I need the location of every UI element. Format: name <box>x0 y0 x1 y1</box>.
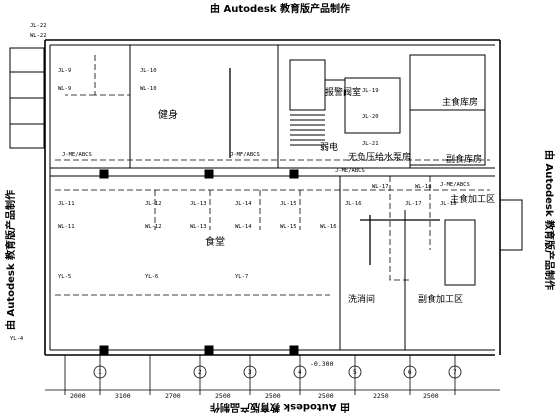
riser-tag: JL-20 <box>362 114 379 120</box>
axis-bubble <box>243 365 257 379</box>
room-label-main-processing: 主食加工区 <box>450 193 495 205</box>
room-labels: 健身 报警阀室 弱电 无负压给水泵房 主食库房 副食库房 主食加工区 食堂 洗消… <box>158 86 495 305</box>
column <box>99 345 109 355</box>
axis-bubble <box>193 365 207 379</box>
pipe-spec-tag: J-ME/ABCS <box>62 152 92 158</box>
riser-tag: JL-15 <box>280 201 297 207</box>
service-room <box>344 77 401 134</box>
riser-tag: JL-9 <box>58 68 71 74</box>
riser-tag: WL-17 <box>372 184 389 190</box>
column <box>289 169 299 179</box>
riser-tag: WL-22 <box>30 33 47 39</box>
dimension-text: 2500 <box>423 392 439 400</box>
room-label-dish-wash: 洗消间 <box>348 293 375 305</box>
room-label-side-processing: 副食加工区 <box>418 293 463 305</box>
column <box>289 345 299 355</box>
riser-tag: WL-16 <box>320 224 337 230</box>
axis-labels: 1 2 3 4 5 6 7 <box>98 369 457 376</box>
pipe-gym-1 <box>94 55 130 96</box>
riser-tag: WL-18 <box>415 184 432 190</box>
axis-label: 2 <box>198 369 202 376</box>
walls <box>9 39 523 356</box>
pipe-spec-tag: J-MF/ABCS <box>230 152 260 158</box>
riser-tag: WL-9 <box>58 86 71 92</box>
dimension-text: 3100 <box>115 392 131 400</box>
axis-bubble <box>348 365 362 379</box>
axis-bubble <box>293 365 307 379</box>
axis-bubble <box>403 365 417 379</box>
riser-tag: JL-14 <box>235 201 252 207</box>
watermark-left: 由 Autodesk 教育版产品制作 <box>4 190 17 330</box>
riser-tags: JL-22 WL-22 JL-9 WL-9 JL-10 WL-10 JL-11 … <box>10 23 470 342</box>
axis-label: 7 <box>453 369 457 376</box>
riser-tag: WL-12 <box>145 224 162 230</box>
riser-tag: YL-4 <box>10 336 24 342</box>
riser-tag: JL-16 <box>345 201 362 207</box>
riser-tag: YL-5 <box>58 274 71 280</box>
riser-tag: WL-10 <box>140 86 157 92</box>
room-label-side-storage: 副食库房 <box>446 153 482 165</box>
dimension-text: 2250 <box>373 392 389 400</box>
riser-tag: JL-10 <box>140 68 157 74</box>
room-label-alarm-valve: 报警阀室 <box>325 86 361 98</box>
pipe-spec-tag: J-ME/ABCS <box>440 182 470 188</box>
riser-tag: JL-18 <box>440 201 457 207</box>
axis-bubble <box>448 365 462 379</box>
axis-label: 1 <box>98 369 102 376</box>
riser-tag: YL-7 <box>235 274 248 280</box>
watermark-bottom: 由 Autodesk 教育版产品制作 <box>210 401 350 414</box>
piping <box>55 55 490 296</box>
axis-label: 5 <box>353 369 357 376</box>
room-label-weak-current: 弱电 <box>320 141 338 153</box>
riser-tag: WL-14 <box>235 224 252 230</box>
pipe-runs <box>229 68 440 265</box>
worktable <box>444 219 476 286</box>
riser-tag: WL-11 <box>58 224 75 230</box>
side-storage-room <box>409 109 486 166</box>
column <box>204 345 214 355</box>
axis-label: 3 <box>248 369 252 376</box>
riser-tag: JL-13 <box>190 201 207 207</box>
watermark-top: 由 Autodesk 教育版产品制作 <box>210 2 350 15</box>
east-annex <box>499 199 523 251</box>
riser-tag: JL-17 <box>405 201 422 207</box>
axis-label: 6 <box>408 369 412 376</box>
riser-tag: YL-6 <box>145 274 158 280</box>
room-label-canteen: 食堂 <box>205 235 225 248</box>
dimension-texts: 2000 3100 2700 2500 2500 2500 2250 2500 … <box>70 360 439 400</box>
dimension-text: 2500 <box>265 392 281 400</box>
dimension-text: 2700 <box>165 392 181 400</box>
pipe-spec-tag: J-ME/ABCS <box>335 168 365 174</box>
dimension-text: 2000 <box>70 392 86 400</box>
dimension-text: 2500 <box>215 392 231 400</box>
riser-tag: JL-12 <box>145 201 162 207</box>
riser-tag: JL-22 <box>30 23 47 29</box>
stair-treads <box>290 114 325 146</box>
column <box>99 169 109 179</box>
room-label-pump-room: 无负压给水泵房 <box>348 151 411 163</box>
axis-bubble <box>93 365 107 379</box>
dimension-text: 2500 <box>318 392 334 400</box>
dimension-lines <box>45 355 500 395</box>
riser-tag: JL-21 <box>362 141 379 147</box>
riser-tag: WL-15 <box>280 224 297 230</box>
room-label-main-storage: 主食库房 <box>442 96 478 108</box>
column <box>204 169 214 179</box>
elevation-text: -0.300 <box>310 360 334 368</box>
riser-tag: WL-13 <box>190 224 207 230</box>
axis-label: 4 <box>298 369 302 376</box>
room-label-gym: 健身 <box>158 108 178 121</box>
watermark-right: 由 Autodesk 教育版产品制作 <box>543 150 556 290</box>
kitchen-pipe <box>389 176 410 281</box>
stair-core <box>289 59 326 111</box>
riser-tag: JL-19 <box>362 88 379 94</box>
riser-tag: JL-11 <box>58 201 75 207</box>
